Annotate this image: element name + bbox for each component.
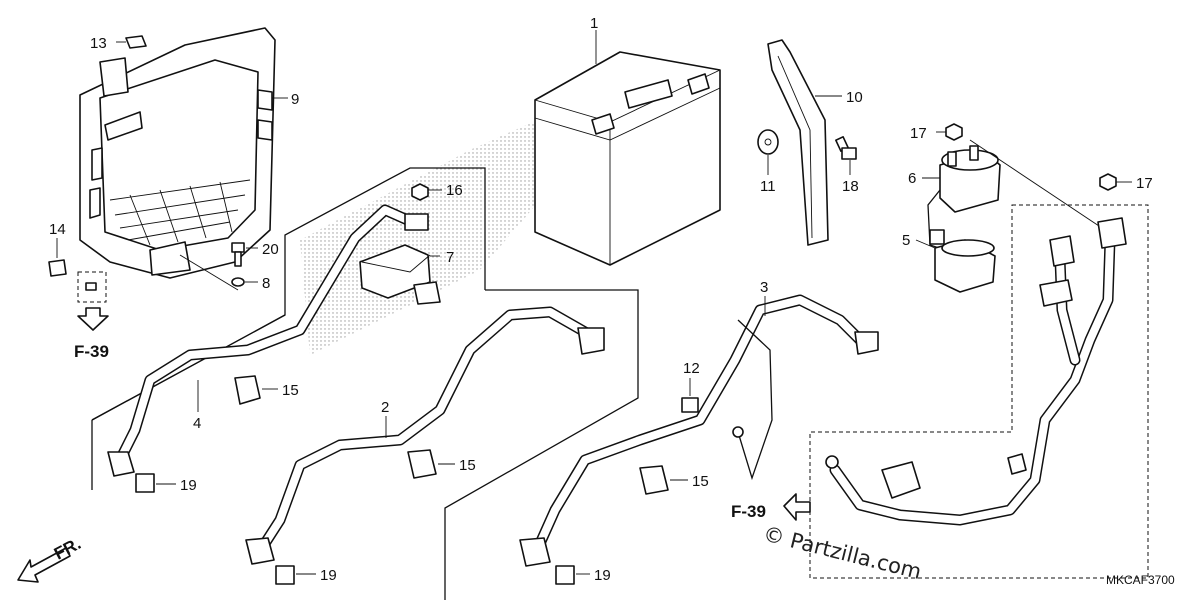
cable-3-branch (737, 319, 773, 481)
cable-2-terminal-top (577, 327, 605, 355)
harness-eye (825, 455, 839, 469)
harness-clip (1007, 453, 1027, 475)
bolt-19b (275, 565, 295, 585)
arrow-right-ref (783, 493, 811, 521)
clip-13 (125, 35, 147, 49)
nut-17b (1099, 173, 1117, 191)
bolt-20 (231, 242, 245, 267)
arrow-down-left (77, 307, 109, 331)
relay-cover-5 (934, 239, 996, 293)
cable-3-terminal-top (854, 331, 879, 355)
leader-relay-harness (969, 139, 1121, 241)
clip-14 (48, 259, 67, 277)
clamp-15c (639, 465, 669, 495)
diagram-code: MKCAF3700 (1106, 573, 1175, 587)
callout-3: 3 (760, 279, 768, 296)
callout-12: 12 (683, 360, 700, 377)
harness-connector-d (881, 461, 921, 499)
callout-5: 5 (902, 232, 910, 249)
cable-2-inner (258, 308, 589, 552)
harness-connector-b (1049, 235, 1075, 267)
leader-box-bolt (179, 254, 239, 291)
bolt-19c (555, 565, 575, 585)
callout-7: 7 (446, 249, 454, 266)
group-outline-mid-left (91, 314, 286, 421)
callout-19b: 19 (320, 567, 337, 584)
cable-4-terminal-top (404, 213, 429, 231)
cable-2-terminal-bottom (245, 537, 275, 565)
watermark: © Partzilla.com (761, 522, 924, 584)
harness-branch-inner (1056, 256, 1079, 364)
callout-20: 20 (262, 241, 279, 258)
callout-14: 14 (49, 221, 66, 238)
callout-8: 8 (262, 275, 270, 292)
battery-box (79, 27, 276, 279)
clamp-15a (234, 375, 261, 405)
relay-7 (359, 244, 441, 305)
washer-8 (231, 277, 245, 287)
leader-5 (915, 239, 936, 249)
bolt-12 (681, 397, 699, 413)
callout-16: 16 (446, 182, 463, 199)
rubber-11 (757, 129, 779, 155)
callout-19a: 19 (180, 477, 197, 494)
cable-3-branch-eye (732, 426, 744, 438)
ref-box-left (77, 271, 107, 303)
ref-f39-right: F-39 (731, 502, 766, 521)
battery (534, 51, 721, 266)
battery-plate (767, 39, 829, 246)
harness-inner (831, 236, 1114, 524)
callout-17a: 17 (910, 125, 927, 142)
callout-10: 10 (846, 89, 863, 106)
cable-4-inner (116, 206, 416, 464)
callout-19c: 19 (594, 567, 611, 584)
bolt-ref-left (85, 282, 97, 291)
callout-9: 9 (291, 91, 299, 108)
callout-17b: 17 (1136, 175, 1153, 192)
nut-16 (411, 183, 429, 201)
callout-2: 2 (381, 399, 389, 416)
harness-connector-c (1039, 279, 1073, 307)
callout-11: 11 (760, 178, 776, 195)
group-outline-dashed (809, 204, 1149, 579)
callout-15a: 15 (282, 382, 299, 399)
callout-15c: 15 (692, 473, 709, 490)
callout-18: 18 (842, 178, 859, 195)
bolt-18 (835, 136, 857, 160)
halftone-shadow (300, 110, 560, 355)
cable-4-terminal-bottom (107, 451, 135, 477)
callout-6: 6 (908, 170, 916, 187)
plate-rib (777, 55, 813, 239)
cable-3-terminal-bottom (519, 537, 551, 567)
front-arrow (17, 547, 71, 583)
callout-4: 4 (193, 415, 201, 432)
nut-17a (945, 123, 963, 141)
callout-15b: 15 (459, 457, 476, 474)
starter-relay-6 (927, 145, 1001, 251)
rubber-11-hole (764, 138, 772, 146)
clamp-15b (407, 449, 437, 479)
callout-1: 1 (590, 15, 598, 32)
callout-13: 13 (90, 35, 107, 52)
ref-f39-left: F-39 (74, 342, 109, 361)
harness-connector-a (1097, 217, 1127, 249)
cable-3-inner (534, 296, 866, 552)
group-outline-middle (444, 289, 639, 600)
bolt-19a (135, 473, 155, 493)
